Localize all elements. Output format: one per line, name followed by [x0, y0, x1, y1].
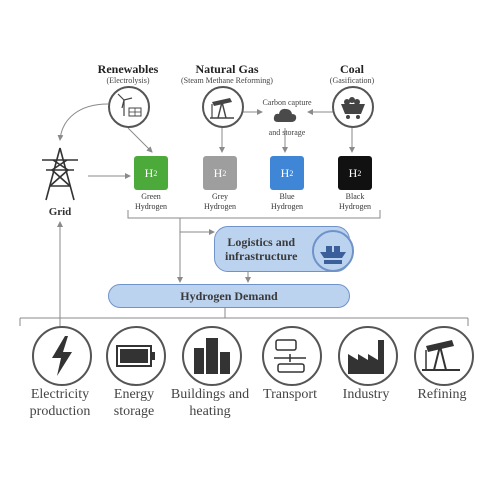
carbon-capture-label-1: Carbon capture — [262, 98, 312, 107]
hydrogen-demand-pill: Hydrogen Demand — [108, 284, 350, 308]
hydrogen-label-line1: Black — [345, 192, 365, 201]
transport-icon — [262, 326, 322, 386]
logistics-label-1: Logistics and — [227, 235, 296, 249]
hydrogen-subscript: 2 — [222, 168, 227, 178]
hydrogen-symbol: H — [280, 165, 290, 180]
hydrogen-symbol: H — [213, 165, 223, 180]
use-label-line1: Energy — [113, 387, 155, 402]
factory-icon — [338, 326, 398, 386]
lightning-icon — [32, 326, 92, 386]
hydrogen-subscript: 2 — [289, 168, 294, 178]
buildings-icon — [182, 326, 242, 386]
use-label-line1: Buildings and — [170, 387, 250, 402]
hydrogen-subscript: 2 — [357, 168, 362, 178]
hydrogen-label-line2: Hydrogen — [339, 202, 371, 211]
carbon-capture-label-2: and storage — [268, 128, 306, 137]
renewables-title: Renewables — [97, 62, 159, 76]
cloud-icon — [272, 106, 298, 129]
natural-gas-subtitle: (Steam Methane Reforming) — [181, 76, 273, 85]
coal-subtitle: (Gasification) — [329, 76, 375, 85]
renewables-subtitle: (Electrolysis) — [106, 76, 150, 85]
hydrogen-label-line2: Hydrogen — [271, 202, 303, 211]
use-label: Energy storage — [93, 386, 175, 420]
use-label-line1: Refining — [417, 387, 467, 402]
pumpjack-icon — [202, 86, 244, 128]
hydrogen-symbol: H — [348, 165, 358, 180]
grid-label: Grid — [48, 206, 72, 218]
use-label-line1: Transport — [263, 387, 317, 402]
use-label: Industry — [325, 386, 407, 403]
use-label-line1: Electricity — [30, 387, 90, 402]
hydrogen-label-line1: Grey — [212, 192, 228, 201]
hydrogen-label-line2: Hydrogen — [135, 202, 167, 211]
power-tower-icon — [38, 146, 82, 207]
hydrogen-label-line1: Blue — [279, 192, 295, 201]
logistics-label-2: infrastructure — [225, 249, 298, 263]
ship-icon — [312, 230, 354, 272]
use-label: Transport — [249, 386, 331, 403]
coal-title: Coal — [340, 62, 364, 76]
hydrogen-label-line2: Hydrogen — [204, 202, 236, 211]
pumpjack-icon — [414, 326, 474, 386]
renewables-icon — [108, 86, 150, 128]
use-label-line1: Industry — [342, 387, 390, 402]
use-label: Buildings and heating — [169, 386, 251, 420]
use-label-line2: storage — [113, 404, 155, 419]
hydrogen-symbol: H — [144, 165, 154, 180]
natural-gas-title: Natural Gas — [195, 62, 259, 76]
mine-cart-icon — [332, 86, 374, 128]
hydrogen-label-line1: Green — [141, 192, 161, 201]
use-label-line2: heating — [189, 404, 231, 419]
use-label: Electricity production — [19, 386, 101, 420]
battery-icon — [106, 326, 166, 386]
use-label-line2: production — [29, 404, 91, 419]
hydrogen-subscript: 2 — [153, 168, 158, 178]
use-label: Refining — [401, 386, 480, 403]
